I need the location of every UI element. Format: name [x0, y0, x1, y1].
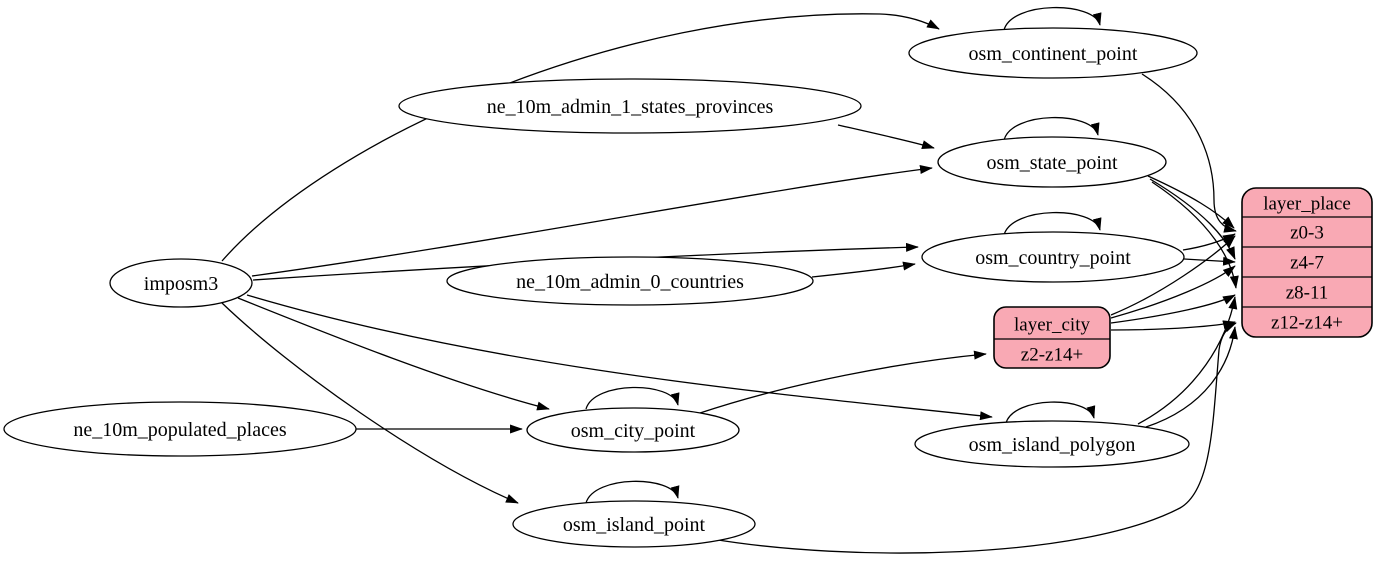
node-osm-city-point-label: osm_city_point [571, 420, 696, 442]
record-layer-city-title: layer_city [1014, 315, 1090, 336]
self-loop-osm-state-point [1003, 116, 1100, 141]
edge-osm-country-point-layer-place-z4-7 [1183, 256, 1236, 266]
node-osm-country-point-label: osm_country_point [975, 247, 1131, 269]
record-layer-city: layer_city z2-z14+ [993, 306, 1111, 369]
edge-imposm3-osm-island-point [221, 302, 519, 504]
edge-osm-island-polygon-layer-place-z12 [1145, 326, 1238, 428]
edge-layer-city-layer-place-z0-3 [1110, 235, 1236, 316]
self-loop-osm-continent-point [1003, 6, 1102, 31]
node-osm-island-polygon: osm_island_polygon [914, 420, 1190, 468]
edge-osm-state-point-layer-place-z8-11 [1151, 181, 1239, 289]
record-layer-place-row-z4-7: z4-7 [1290, 253, 1324, 274]
node-imposm3-label: imposm3 [144, 273, 218, 295]
node-ne-10m-admin-1-states-provinces-label: ne_10m_admin_1_states_provinces [487, 96, 774, 118]
edge-layer-city-layer-place-z8-11 [1110, 294, 1236, 324]
edge-osm-state-point-layer-place-z4-7 [1149, 178, 1236, 260]
record-layer-place-title: layer_place [1263, 194, 1351, 215]
node-ne-10m-populated-places-label: ne_10m_populated_places [73, 419, 286, 441]
edge-layer [221, 6, 1239, 554]
edge-imposm3-osm-state-point [251, 165, 933, 277]
edge-osm-state-point-layer-place-z0-3 [1147, 175, 1235, 229]
node-osm-continent-point: osm_continent_point [908, 27, 1198, 79]
self-loop-osm-country-point [1003, 211, 1102, 236]
node-osm-island-point-label: osm_island_point [563, 514, 706, 536]
edge-osm-city-point-layer-city-z2 [699, 350, 987, 414]
node-osm-state-point-label: osm_state_point [986, 152, 1118, 174]
node-osm-city-point: osm_city_point [526, 407, 740, 453]
record-layer-place-row-z0-3: z0-3 [1290, 223, 1324, 244]
node-ne-10m-admin-0-countries: ne_10m_admin_0_countries [446, 256, 814, 306]
edge-layer-city-layer-place-z12 [1110, 320, 1236, 331]
edge-osm-island-point-layer-place-z12 [711, 322, 1237, 554]
node-ne-10m-admin-1-states-provinces: ne_10m_admin_1_states_provinces [398, 78, 862, 134]
node-layer: imposm3 ne_10m_populated_places ne_10m_a… [3, 27, 1198, 548]
edge-ne-10m-admin-1-states-provinces-osm-state-point [837, 124, 935, 149]
edge-layer-city-layer-place-z4-7 [1110, 265, 1236, 319]
record-layer-place-row-z8-11: z8-11 [1286, 283, 1329, 304]
node-ne-10m-admin-0-countries-label: ne_10m_admin_0_countries [516, 271, 744, 293]
node-osm-country-point: osm_country_point [921, 231, 1185, 283]
node-osm-island-polygon-label: osm_island_polygon [969, 434, 1136, 456]
record-layer-city-row-z2-z14: z2-z14+ [1021, 345, 1083, 366]
edge-imposm3-osm-continent-point [221, 13, 940, 262]
node-imposm3: imposm3 [109, 258, 253, 308]
edge-osm-island-polygon-layer-place-z8-11 [1137, 296, 1238, 425]
edge-imposm3-osm-island-polygon [246, 294, 993, 421]
edge-imposm3-osm-city-point [237, 297, 550, 411]
record-layer-place-row-z12-z14: z12-z14+ [1271, 313, 1343, 334]
self-loop-osm-island-polygon [1005, 401, 1096, 424]
edge-osm-country-point-layer-place-z0-3 [1182, 233, 1236, 251]
record-layer-place: layer_place z0-3 z4-7 z8-11 z12-z14+ [1241, 187, 1373, 338]
node-osm-state-point: osm_state_point [937, 136, 1167, 188]
self-loop-osm-city-point [585, 386, 680, 410]
node-osm-continent-point-label: osm_continent_point [969, 43, 1138, 65]
edge-ne-10m-admin-0-countries-osm-country-point [811, 261, 916, 278]
node-ne-10m-populated-places: ne_10m_populated_places [3, 401, 357, 457]
node-osm-island-point: osm_island_point [512, 500, 756, 548]
self-loop-osm-island-point [585, 480, 680, 504]
